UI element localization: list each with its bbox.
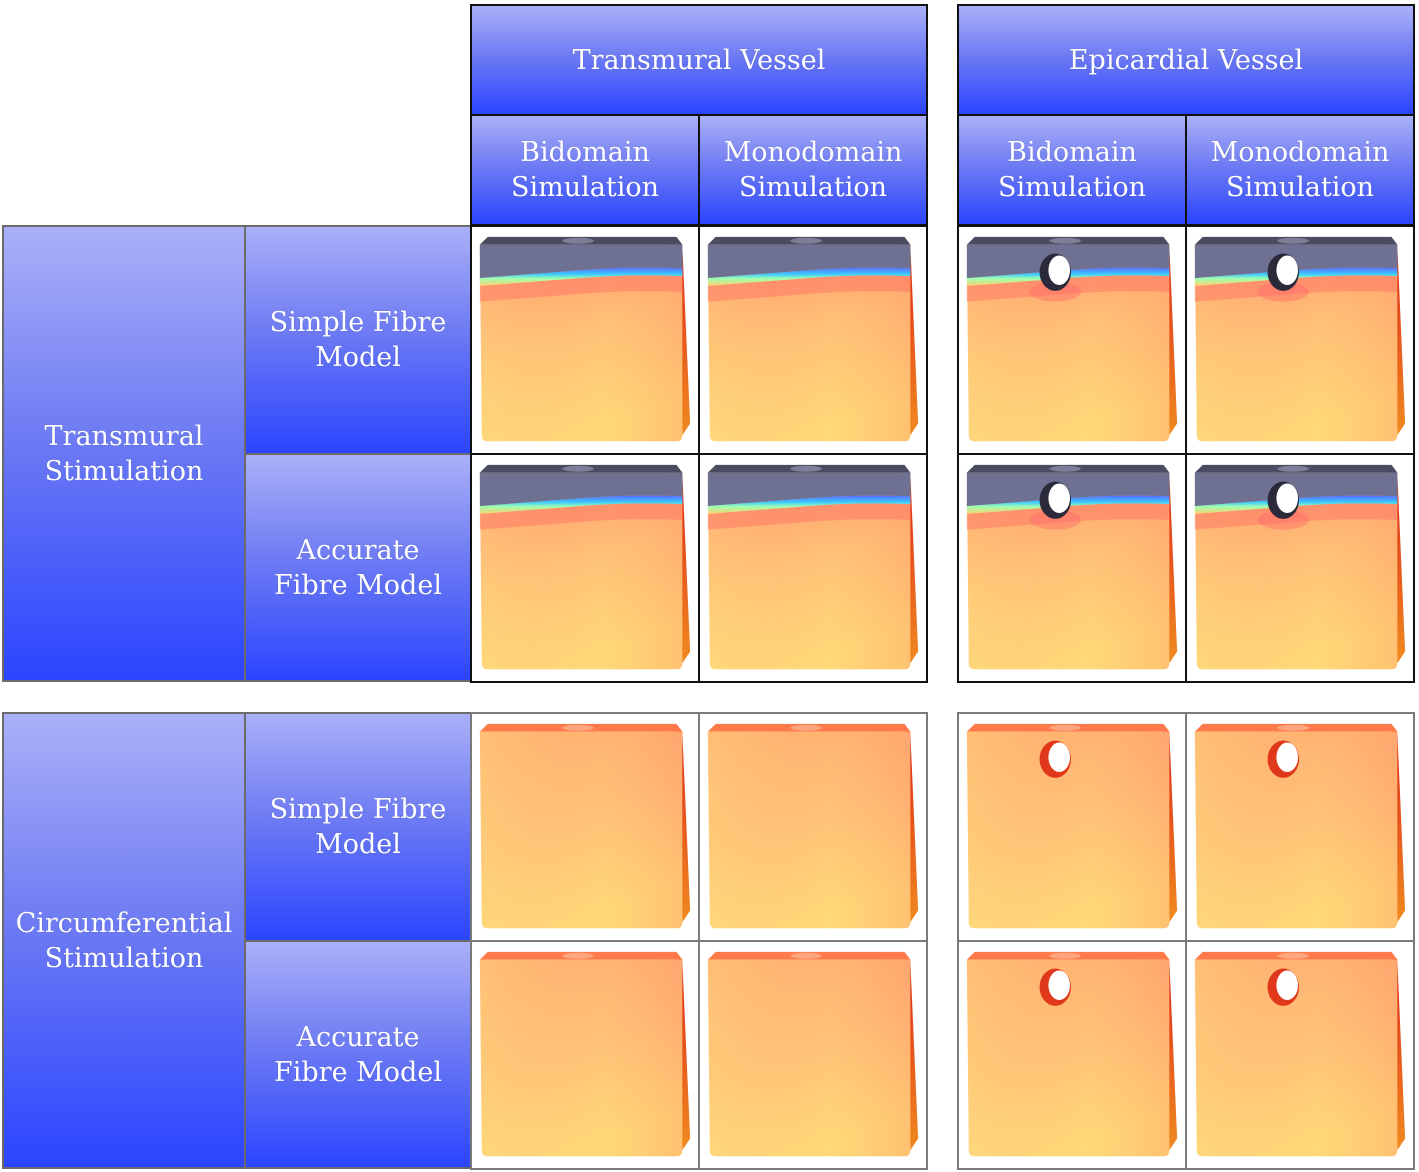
row-header-accurate-fibre-model: Accurate Fibre Model — [244, 453, 472, 682]
row-header-simple-fibre-model: Simple Fibre Model — [244, 225, 472, 455]
simulation-panel — [698, 453, 928, 683]
row-header-accurate-fibre-model: Accurate Fibre Model — [244, 940, 472, 1169]
simulation-panel — [957, 225, 1187, 455]
simulation-panel — [470, 225, 700, 455]
column-header-epicardial-monodomain: Monodomain Simulation — [1185, 114, 1415, 226]
simulation-panel — [698, 225, 928, 455]
simulation-panel — [1185, 225, 1415, 455]
simulation-panel — [1185, 453, 1415, 683]
row-header-simple-fibre-model: Simple Fibre Model — [244, 712, 472, 942]
simulation-panel — [470, 940, 700, 1170]
simulation-panel — [470, 453, 700, 683]
simulation-panel — [957, 940, 1187, 1170]
simulation-panel — [957, 453, 1187, 683]
column-header-transmural-monodomain: Monodomain Simulation — [698, 114, 928, 226]
row-group-circumferential-stimulation: Circumferential Stimulation — [2, 712, 246, 1169]
row-group-transmural-stimulation: Transmural Stimulation — [2, 225, 246, 682]
simulation-panel — [1185, 712, 1415, 942]
simulation-panel — [957, 712, 1187, 942]
simulation-panel — [698, 712, 928, 942]
column-group-epicardial-vessel: Epicardial Vessel — [957, 4, 1415, 116]
simulation-panel — [698, 940, 928, 1170]
column-header-epicardial-bidomain: Bidomain Simulation — [957, 114, 1187, 226]
column-header-transmural-bidomain: Bidomain Simulation — [470, 114, 700, 226]
simulation-panel — [1185, 940, 1415, 1170]
simulation-panel — [470, 712, 700, 942]
column-group-transmural-vessel: Transmural Vessel — [470, 4, 928, 116]
